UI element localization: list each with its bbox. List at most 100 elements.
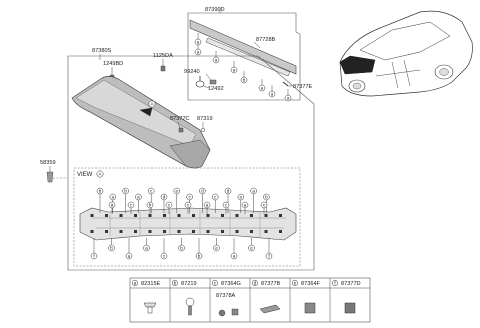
label-87319: 87319 xyxy=(197,116,213,122)
pad-icon xyxy=(259,304,281,314)
upper-callout-a-letter: a xyxy=(271,92,274,97)
view-bottom-callout-f: f xyxy=(90,238,98,260)
view-mid-callout-c-letter: c xyxy=(168,203,171,208)
legend-code: 87219 xyxy=(181,281,197,287)
upper-callout-a: a xyxy=(268,85,276,98)
main-assembly-box xyxy=(67,55,315,271)
label-1249BD: 1249BD xyxy=(103,61,123,67)
car-thumbnail xyxy=(339,10,473,97)
view-mid-callout-a-letter: a xyxy=(244,203,247,208)
view-label: VIEW xyxy=(77,172,93,178)
view-mid-callout-c-letter: c xyxy=(130,203,133,208)
view-clip xyxy=(206,214,210,217)
legend-letter: b xyxy=(174,281,177,286)
screw-icon xyxy=(185,297,195,307)
view-mid-callout-c-letter: c xyxy=(263,203,266,208)
upper-callout-a-letter: a xyxy=(261,86,264,91)
view-top-callout-d-letter: d xyxy=(201,189,204,194)
view-top-callout-b: b xyxy=(122,187,129,213)
view-mid-callout-a-letter: a xyxy=(111,203,114,208)
view-top-callout-a-letter: a xyxy=(137,195,140,200)
view-clip xyxy=(177,230,181,233)
view-top-callout-d: d xyxy=(224,187,232,213)
pad-square-icon xyxy=(344,302,356,314)
view-mid-callout-c-letter: c xyxy=(225,203,228,208)
tape-icon xyxy=(304,302,316,314)
legend-letter: a xyxy=(134,281,137,286)
label-87380S: 87380S xyxy=(92,48,112,54)
label-58359: 58359 xyxy=(40,160,56,166)
label-87377E: 87377E xyxy=(293,84,313,90)
view-clip xyxy=(90,230,94,233)
legend-cell-e: e 87364F xyxy=(289,278,321,322)
label-87728B: 87728B xyxy=(256,37,276,43)
view-top-callout-d-letter: d xyxy=(163,195,166,200)
view-clip xyxy=(206,230,210,233)
view-bottom-callout-letter: a xyxy=(233,254,236,259)
legend-letter: c xyxy=(214,281,217,286)
view-top-callout-c: c xyxy=(211,193,219,213)
view-mid-callout-c: c xyxy=(222,201,230,214)
view-clip xyxy=(177,214,181,217)
view-clip xyxy=(163,214,166,217)
view-a-box xyxy=(73,167,301,267)
view-bottom-callout-letter: a xyxy=(145,246,148,251)
view-bottom-callout-e: e xyxy=(248,238,255,252)
view-mid-callout-c: c xyxy=(260,201,268,214)
view-top-callout-a: a xyxy=(250,187,257,213)
view-clip xyxy=(221,230,224,233)
view-bottom-callout-a: a xyxy=(143,238,150,252)
view-top-callout-c-letter: c xyxy=(214,195,217,200)
grommet-icon xyxy=(218,309,226,317)
upper-callout-a-letter: a xyxy=(233,68,236,73)
view-mid-callout-c: c xyxy=(184,201,192,214)
view-mid-callout-a: a xyxy=(108,201,116,214)
label-87390D: 87390D xyxy=(205,7,225,13)
view-letter: A xyxy=(98,172,102,177)
view-mid-callout-b-letter: b xyxy=(149,203,152,208)
upper-callout-a-letter: a xyxy=(215,58,218,63)
view-bottom-callout-a: a xyxy=(125,238,133,260)
view-clip xyxy=(192,230,195,233)
view-bottom-callout-letter: f xyxy=(93,254,95,259)
label-1125DA: 1125DA xyxy=(153,53,173,59)
view-mid-callout-b: b xyxy=(146,201,154,214)
view-bottom-callout-f: f xyxy=(265,238,273,260)
upper-callout-a-letter: a xyxy=(197,40,200,45)
view-mid-callout-a: a xyxy=(241,201,249,214)
view-clip xyxy=(235,230,239,233)
upper-callout-a-letter: a xyxy=(197,50,200,55)
legend-letter: e xyxy=(294,281,297,286)
legend-code-extra: 87378A xyxy=(216,293,236,299)
view-clip xyxy=(221,214,224,217)
view-top-callout-e-letter: e xyxy=(240,195,243,200)
view-arrow-icon xyxy=(139,107,153,117)
upper-callout-a: a xyxy=(230,61,238,74)
view-top-callout-b-letter: b xyxy=(124,189,127,194)
view-clip xyxy=(163,230,166,233)
view-top-callout-c-letter: c xyxy=(150,189,153,194)
legend-letter: d xyxy=(254,281,257,286)
upper-callout-a: a xyxy=(194,43,202,56)
view-bottom-callout-b: b xyxy=(178,238,185,252)
label-99240: 99240 xyxy=(184,69,200,75)
view-mid-callout-c: c xyxy=(165,201,173,214)
upper-assembly xyxy=(187,8,301,101)
view-mid-callout-c: c xyxy=(127,201,135,214)
view-clip xyxy=(134,214,137,217)
legend-code: 87364F xyxy=(301,281,321,287)
view-top-callout-d: d xyxy=(160,193,168,213)
view-bottom-callout-letter: a xyxy=(128,254,131,259)
view-top-callout-e: e xyxy=(237,193,245,213)
view-clip xyxy=(134,230,137,233)
view-clip xyxy=(105,230,108,233)
view-bottom-callout-letter: c xyxy=(163,254,166,259)
view-mid-callout-a-letter: a xyxy=(206,203,209,208)
upper-callout-a: a xyxy=(258,79,266,92)
view-clip xyxy=(279,230,282,233)
view-bottom-callout-letter: e xyxy=(250,246,253,251)
